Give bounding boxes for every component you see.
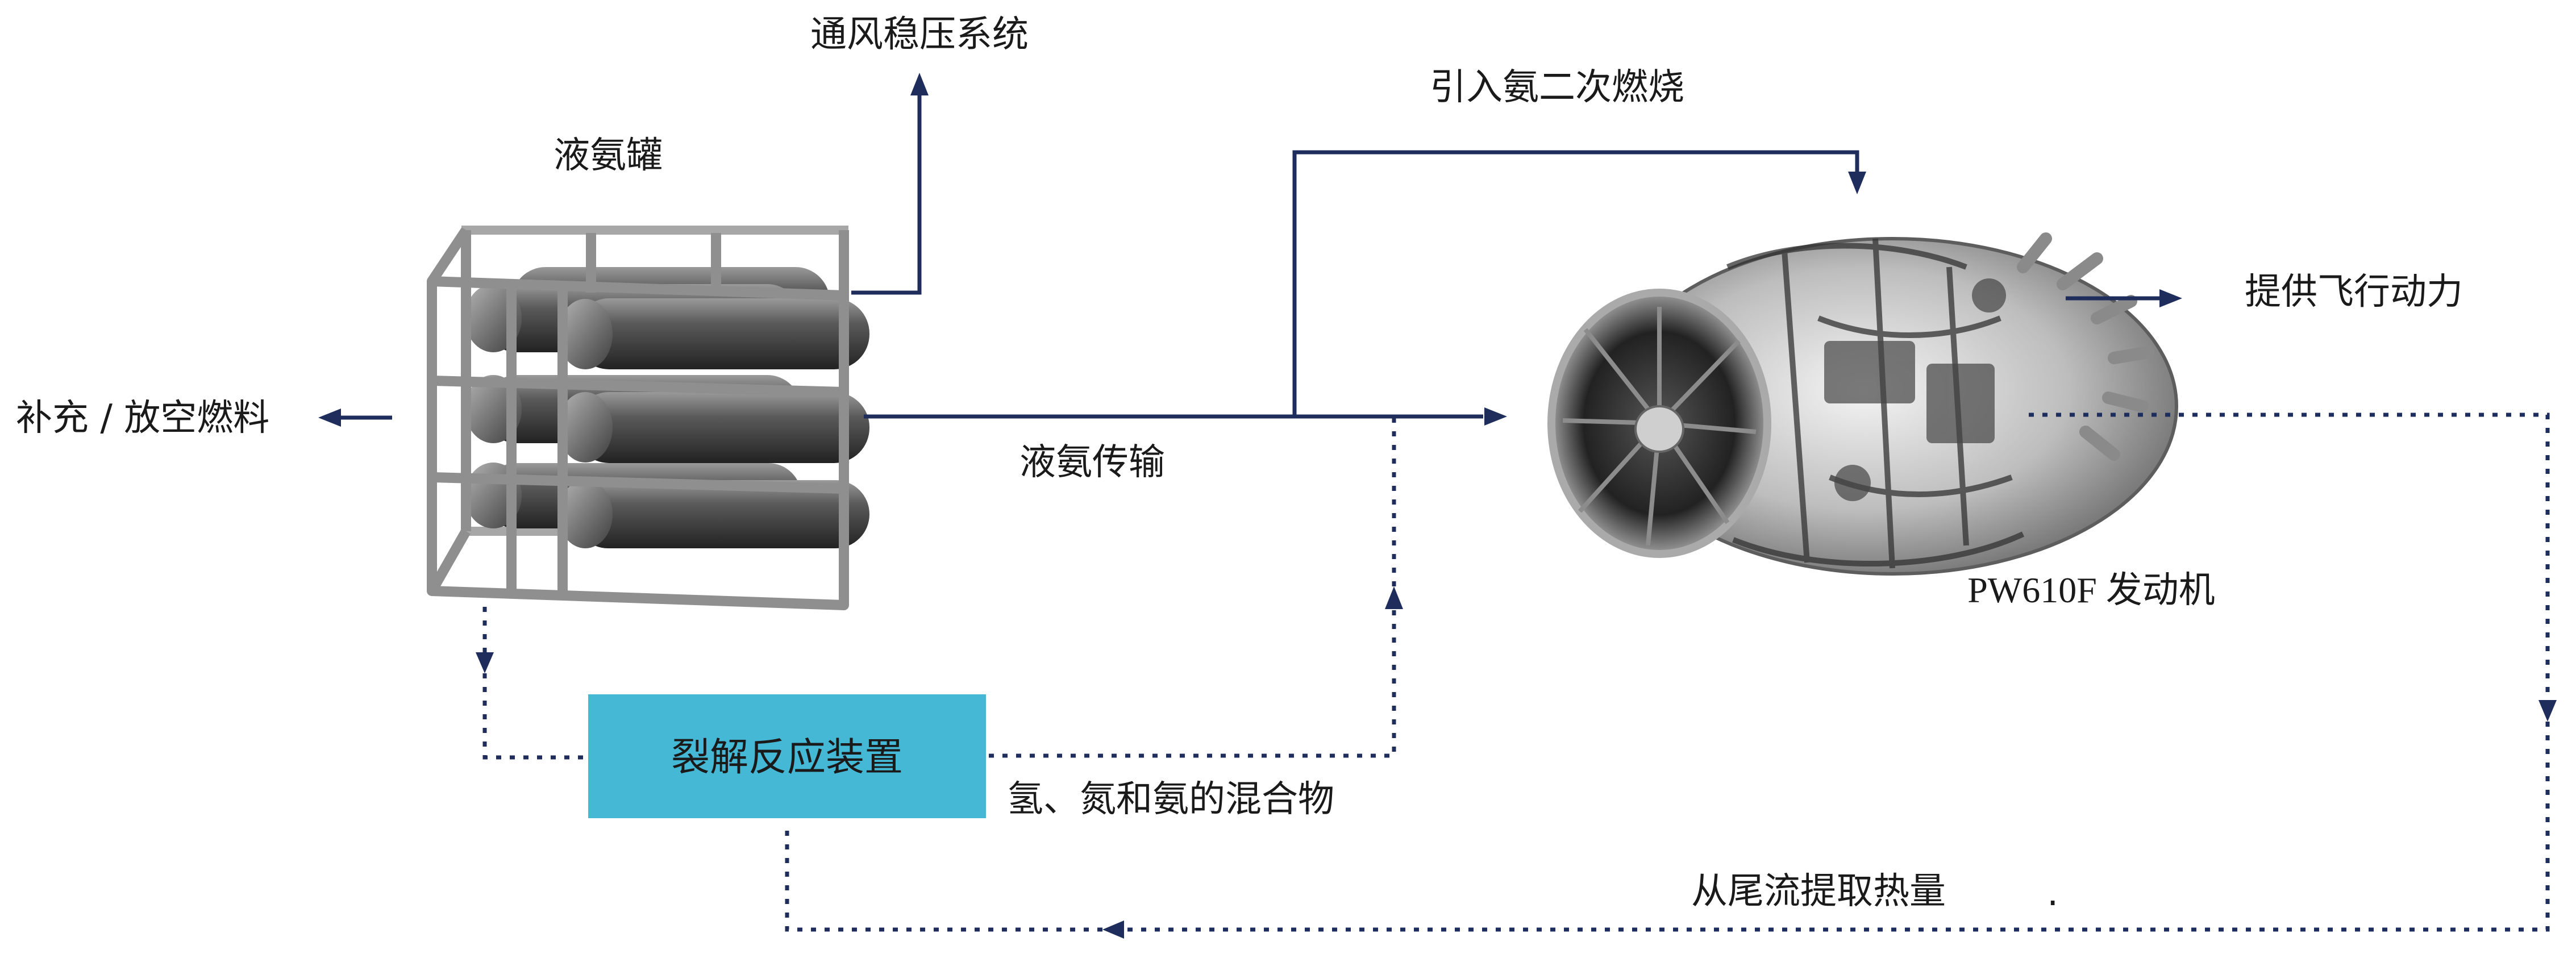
secondary-combustion-arrowhead bbox=[1848, 172, 1866, 194]
engine-label: PW610F 发动机 bbox=[1967, 570, 2215, 610]
liquid-ammonia-tank: 液氨罐 bbox=[427, 135, 869, 610]
exhaust-heat-label: 从尾流提取热量 bbox=[1691, 870, 1946, 913]
mixture-flow: 氢、氮和氨的混合物 bbox=[989, 418, 1403, 820]
tank-to-cracker-line bbox=[482, 673, 588, 760]
secondary-combustion-label: 引入氨二次燃烧 bbox=[1430, 66, 1684, 109]
refuel-arrowhead bbox=[318, 409, 341, 427]
secondary-combustion-line bbox=[1292, 150, 1859, 416]
exhaust-heat-flow: 从尾流提取热量 . bbox=[785, 413, 2557, 939]
thrust-label: 提供飞行动力 bbox=[2245, 271, 2463, 313]
exhaust-spikes bbox=[2017, 232, 2154, 461]
ventilation-line bbox=[851, 94, 922, 295]
heat-to-cracker-line bbox=[785, 823, 1102, 932]
tank-label: 液氨罐 bbox=[554, 135, 663, 177]
refuel-label: 补充 / 放空燃料 bbox=[16, 397, 269, 439]
thrust-flow: 提供飞行动力 bbox=[2066, 271, 2463, 313]
transport-label: 液氨传输 bbox=[1019, 441, 1165, 484]
ventilation-arrowhead bbox=[910, 73, 929, 95]
exhaust-down-arrowhead bbox=[2538, 700, 2557, 722]
mixture-line bbox=[989, 608, 1396, 758]
exhaust-mark: . bbox=[2047, 872, 2058, 914]
thrust-arrowhead bbox=[2159, 289, 2182, 307]
mixture-label: 氢、氮和氨的混合物 bbox=[1007, 778, 1334, 820]
secondary-combustion-flow: 引入氨二次燃烧 bbox=[1292, 66, 1866, 416]
cracking-reactor: 裂解反应装置 bbox=[588, 694, 986, 818]
exhaust-return-line bbox=[1122, 722, 2550, 932]
exhaust-heat-line bbox=[2029, 413, 2550, 702]
tank-to-cracker-flow bbox=[476, 607, 588, 760]
ammonia-transport-flow: 液氨传输 bbox=[864, 407, 1507, 484]
ventilation-label: 通风稳压系统 bbox=[810, 14, 1029, 56]
mixture-arrowhead bbox=[1385, 586, 1403, 609]
exhaust-return-arrowhead bbox=[1102, 920, 1124, 939]
ventilation-flow: 通风稳压系统 bbox=[810, 14, 1029, 295]
pw610f-engine: PW610F 发动机 bbox=[1547, 232, 2215, 610]
transport-arrowhead bbox=[1484, 407, 1507, 426]
cracking-reactor-label: 裂解反应装置 bbox=[671, 735, 903, 780]
cracking-reactor-box bbox=[588, 694, 986, 818]
tank-down-arrowhead bbox=[476, 652, 494, 673]
refuel-flow: 补充 / 放空燃料 bbox=[16, 397, 392, 439]
ammonia-cylinders bbox=[465, 267, 869, 548]
